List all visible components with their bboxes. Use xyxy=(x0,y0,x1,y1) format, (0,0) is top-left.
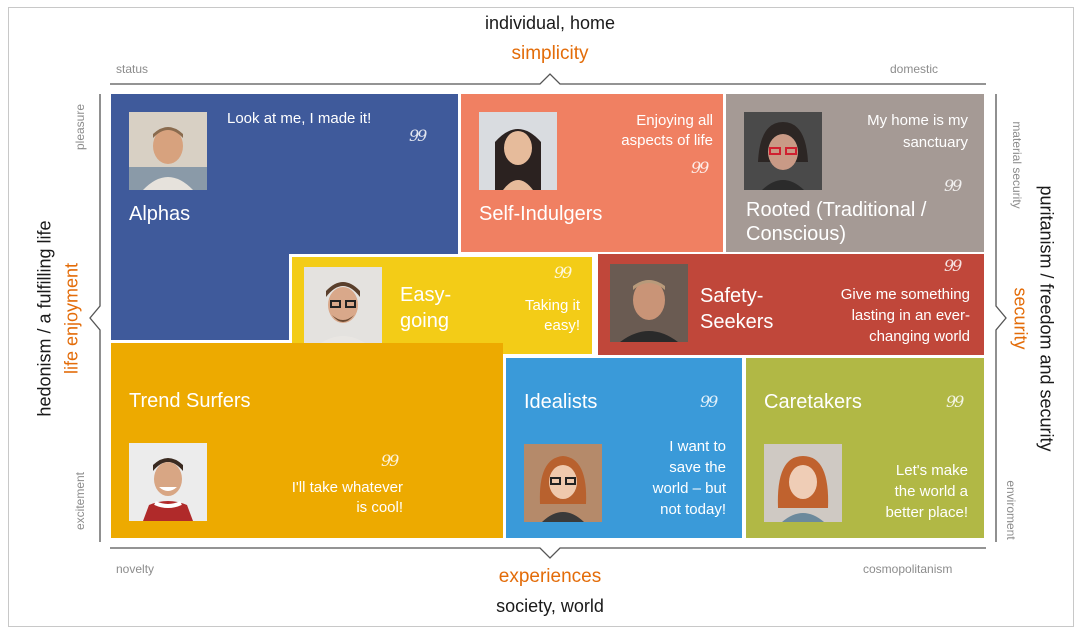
alphas-photo xyxy=(129,112,207,190)
segment-caretakers: Caretakers 99 Let's make the world a bet… xyxy=(746,358,984,538)
easy-going-photo xyxy=(304,267,382,345)
trend-surfers-quote-line-2: is cool! xyxy=(356,499,403,516)
top-axis-line xyxy=(110,73,986,85)
self-indulgers-photo xyxy=(479,112,557,190)
self-indulgers-name: Self-Indulgers xyxy=(479,203,603,225)
idealists-quote-line-4: not today! xyxy=(660,501,726,518)
idealists-name: Idealists xyxy=(524,391,598,413)
rooted-name-line-1: Rooted (Traditional / xyxy=(746,199,927,221)
easy-going-name-line-1: Easy- xyxy=(400,284,452,306)
idealists-photo xyxy=(524,444,602,522)
corner-material-security: material security xyxy=(1010,121,1024,209)
corner-cosmopolitanism: cosmopolitanism xyxy=(863,562,953,576)
caretakers-quote-line-2: the world a xyxy=(894,483,968,500)
caretakers-quote-line-3: better place! xyxy=(885,504,968,521)
rooted-name-line-2: Conscious) xyxy=(746,223,847,245)
axis-bottom-emphasis: experiences xyxy=(498,566,602,587)
right-axis-line xyxy=(995,94,1007,542)
safety-seekers-name-line-1: Safety- xyxy=(700,285,764,307)
corner-status: status xyxy=(116,62,149,76)
axis-bottom-label: society, world xyxy=(496,596,604,616)
corner-excitement: excitement xyxy=(73,471,87,531)
caretakers-name: Caretakers xyxy=(764,391,862,413)
easy-going-name-line-2: going xyxy=(400,310,449,332)
corner-enviroment: enviroment xyxy=(1004,480,1018,540)
rooted-quote-line-1: My home is my xyxy=(867,112,968,129)
segment-idealists: Idealists 99 I want to save the world – … xyxy=(506,358,742,538)
alphas-name: Alphas xyxy=(129,203,191,225)
safety-seekers-quote-line-1: Give me something xyxy=(840,286,970,303)
axis-top-label: individual, home xyxy=(484,13,616,33)
rooted-quote-icon: 99 xyxy=(944,176,962,195)
caretakers-quote-icon: 99 xyxy=(946,392,964,411)
alphas-quote-icon: 99 xyxy=(409,126,427,145)
segment-rooted: My home is my sanctuary 99 Rooted (Tradi… xyxy=(726,94,984,252)
rooted-photo xyxy=(744,112,822,190)
safety-seekers-name-line-2: Seekers xyxy=(700,311,774,333)
easy-going-quote-line-2: easy! xyxy=(544,317,580,334)
trend-surfers-quote-line-1: I'll take whatever xyxy=(291,479,403,496)
trend-surfers-quote-icon: 99 xyxy=(381,451,399,470)
idealists-quote-line-1: I want to xyxy=(669,438,726,455)
axis-left-label: hedonism / a fulfilling life xyxy=(34,220,55,417)
caretakers-quote-line-1: Let's make xyxy=(895,462,968,479)
idealists-quote-line-3: world – but xyxy=(652,480,726,497)
easy-going-quote-icon: 99 xyxy=(554,263,572,282)
safety-seekers-photo xyxy=(610,264,688,342)
idealists-quote-icon: 99 xyxy=(700,392,718,411)
caretakers-photo xyxy=(764,444,842,522)
axis-left-emphasis: life enjoyment xyxy=(61,262,82,375)
self-indulgers-quote-line-2: aspects of life xyxy=(621,132,713,149)
left-axis-line xyxy=(89,94,101,542)
alphas-quote: Look at me, I made it! xyxy=(227,110,372,127)
self-indulgers-quote-icon: 99 xyxy=(691,158,709,177)
segment-self-indulgers: Enjoying all aspects of life 99 Self-Ind… xyxy=(461,94,723,252)
trend-surfers-photo xyxy=(129,443,207,521)
bottom-axis-line xyxy=(110,547,986,559)
safety-seekers-quote-line-2: lasting in an ever- xyxy=(851,307,970,324)
trend-surfers-name: Trend Surfers xyxy=(129,390,251,412)
segment-trend-surfers: Trend Surfers 99 I'll take whatever is c… xyxy=(111,343,503,538)
segment-safety-seekers: Safety- Seekers 99 Give me something las… xyxy=(598,254,984,355)
corner-domestic: domestic xyxy=(890,62,939,76)
self-indulgers-quote-line-1: Enjoying all xyxy=(636,112,713,129)
axis-right-emphasis: security xyxy=(1010,287,1031,350)
corner-pleasure: pleasure xyxy=(73,103,87,151)
easy-going-quote-line-1: Taking it xyxy=(524,297,580,314)
corner-novelty: novelty xyxy=(116,562,155,576)
rooted-quote-line-2: sanctuary xyxy=(902,134,968,151)
diagram-frame xyxy=(8,7,1074,627)
segment-easy-going: Easy- going 99 Taking it easy! xyxy=(289,254,595,357)
safety-seekers-quote-line-3: changing world xyxy=(869,328,970,345)
axis-top-emphasis: simplicity xyxy=(511,43,589,64)
safety-seekers-quote-icon: 99 xyxy=(944,256,962,275)
idealists-quote-line-2: save the xyxy=(669,459,726,476)
axis-right-label: puritanism / freedom and security xyxy=(1036,185,1057,452)
